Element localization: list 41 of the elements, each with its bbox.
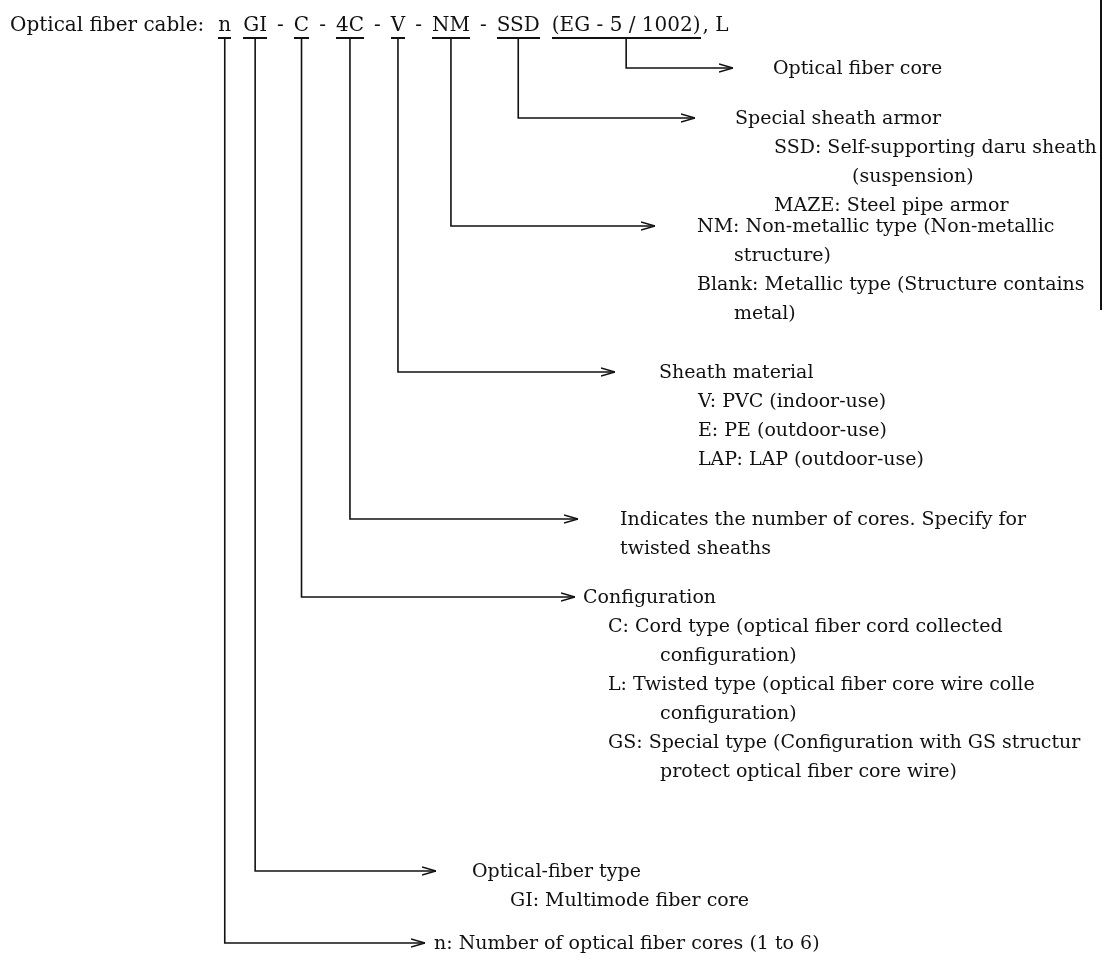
code-segment: 4C <box>335 11 364 39</box>
code-segment: C <box>293 11 310 39</box>
separator: - <box>415 11 422 38</box>
description-text: V: PVC (indoor-use) <box>696 388 888 413</box>
description-text: NM: Non-metallic type (Non-metallic structure) <box>697 214 1056 267</box>
leader-arrow <box>223 38 426 948</box>
cable-designation-label: Optical fiber cable: <box>10 11 205 38</box>
heading-text: Special sheath armor <box>735 105 942 130</box>
code-segment: V <box>390 11 406 39</box>
separator: - <box>319 11 326 38</box>
heading-text: Sheath material <box>659 359 815 384</box>
description-text: SSD: Self-supporting daru sheath (suspension) <box>773 134 1098 188</box>
description-text: GS: Special type (Configuration with GS structur protect optical fiber core wire) <box>607 729 1082 783</box>
code-suffix: , L <box>702 11 729 38</box>
code-segment: (EG - 5 / 1002) <box>551 11 701 39</box>
code-segment: SSD <box>496 11 540 39</box>
leader-arrow <box>625 38 734 73</box>
separator: - <box>373 11 381 38</box>
leader-arrow <box>450 38 656 231</box>
leader-arrow <box>300 38 576 602</box>
description-text: LAP: LAP (outdoor-use) <box>697 446 925 471</box>
code-segment: NM <box>431 11 470 39</box>
code-segment: n <box>218 11 232 39</box>
code-segment: GI <box>243 11 268 39</box>
description-text: E: PE (outdoor-use) <box>697 417 888 442</box>
description-text: MAZE: Steel pipe armor <box>773 192 1010 217</box>
description-text: C: Cord type (optical fiber cord collected configuration) <box>607 613 1004 667</box>
description-text: Blank: Metallic type (Structure contains metal) <box>697 271 1086 325</box>
description-text: Indicates the number of cores. Specify for twisted sheaths <box>620 506 1028 560</box>
leader-arrow <box>254 38 437 876</box>
heading-text: Configuration <box>583 584 718 609</box>
description-text: n: Number of optical fiber cores (1 to 6) <box>434 930 821 955</box>
leader-arrow <box>517 38 696 123</box>
separator: - <box>277 11 284 38</box>
separator: - <box>479 11 487 38</box>
leader-arrow <box>397 38 616 377</box>
description-text: L: Twisted type (optical fiber core wire colle configuration) <box>607 671 1036 725</box>
heading-text: Optical-fiber type <box>472 858 642 883</box>
description-text: Optical fiber core <box>773 55 944 80</box>
description-text: GI: Multimode fiber core <box>509 887 751 912</box>
leader-arrow <box>349 38 579 524</box>
